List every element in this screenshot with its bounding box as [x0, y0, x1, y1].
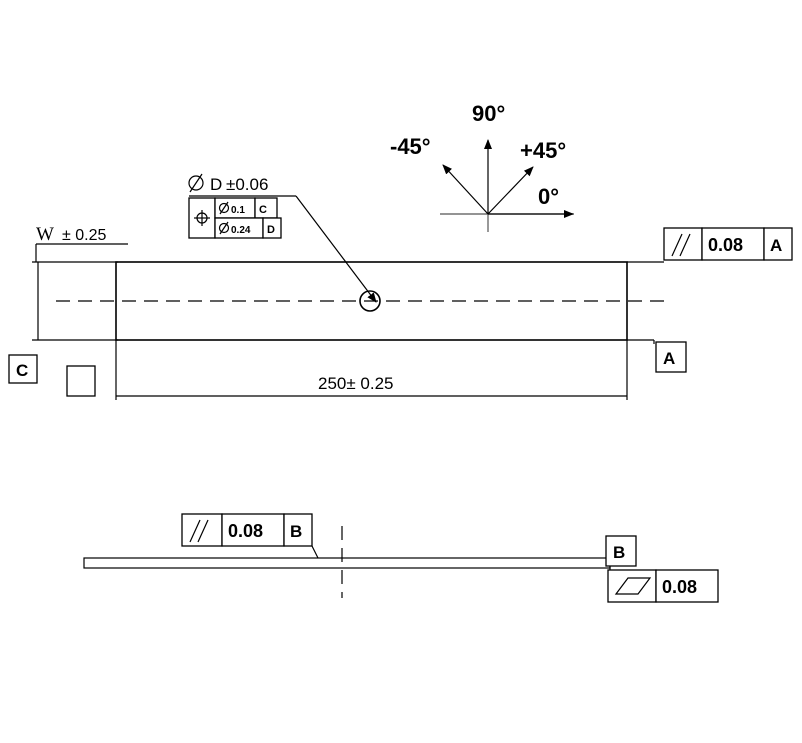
- datum-a-label: A: [663, 349, 675, 368]
- datum-a-group: A: [653, 340, 687, 373]
- width-letter: W: [36, 224, 54, 245]
- label-plus45: +45°: [520, 138, 566, 163]
- hole-leader-line: [295, 195, 377, 303]
- parallelism-icon: [671, 233, 683, 257]
- small-square-box: [66, 365, 96, 397]
- top-parallelism-frame: 0.08 A: [663, 227, 793, 261]
- bottom-parallelism-icon: [189, 519, 201, 543]
- arrow-minus45: [442, 164, 489, 215]
- length-label: 250± 0.25: [318, 374, 394, 393]
- datum-b-box: [605, 535, 637, 567]
- hole-diameter-letter: D: [210, 175, 222, 194]
- label-0: 0°: [538, 184, 559, 209]
- flatness-symbol-cell: [607, 569, 657, 603]
- flatness-icon: [614, 577, 652, 595]
- position-row2-value: 0.24: [231, 225, 251, 236]
- orientation-symbol: 90° -45° +45° 0°: [390, 101, 574, 232]
- top-parallelism-datum: A: [770, 236, 782, 255]
- hole-callout: D ±0.06 0.1 C 0.24 D: [188, 173, 377, 303]
- bottom-parallelism-symbol-cell: [181, 513, 223, 547]
- part-side-view: 0.08 B B 0.08: [83, 513, 719, 603]
- bottom-parallelism-datum: B: [290, 522, 302, 541]
- top-parallelism-value: 0.08: [708, 235, 743, 255]
- position-row2-datum: D: [267, 224, 275, 236]
- datum-c-group: C: [8, 354, 96, 397]
- datum-c-label: C: [16, 361, 28, 380]
- position-row1-value: 0.1: [231, 205, 245, 216]
- diameter-icon: [188, 175, 204, 191]
- datum-c-box: [8, 354, 38, 384]
- diameter-icon-row1: [218, 202, 230, 214]
- bottom-parallelism-value: 0.08: [228, 521, 263, 541]
- hole-circle: [359, 290, 381, 312]
- flatness-value: 0.08: [662, 577, 697, 597]
- parallelism-symbol-cell: [663, 227, 703, 261]
- bottom-parallelism-leader: [311, 545, 319, 559]
- diameter-icon-row2: [218, 222, 230, 234]
- part-outline: [115, 261, 628, 341]
- part-top-view: 250± 0.25: [56, 261, 672, 400]
- arrow-plus45: [487, 166, 534, 215]
- width-tolerance: ± 0.25: [62, 227, 106, 244]
- datum-a-box: [655, 341, 687, 373]
- side-view-outline: [83, 557, 611, 569]
- hole-diameter-tolerance: ±0.06: [226, 175, 268, 194]
- position-row1-datum: C: [259, 204, 267, 216]
- datum-b-label: B: [613, 543, 625, 562]
- label-90: 90°: [472, 101, 505, 126]
- label-minus45: -45°: [390, 134, 431, 159]
- width-dimension: W ± 0.25: [32, 224, 128, 341]
